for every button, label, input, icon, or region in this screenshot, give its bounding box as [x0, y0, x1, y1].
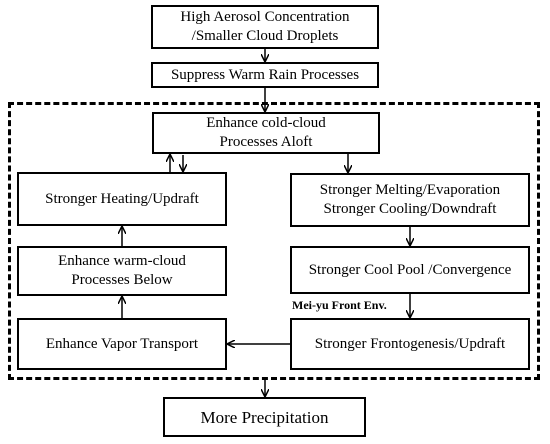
frontogenesis-box: Stronger Frontogenesis/Updraft — [290, 318, 530, 370]
feedback-loop-boundary — [8, 102, 540, 380]
precip-line1: More Precipitation — [200, 407, 329, 427]
vapor-transport-box: Enhance Vapor Transport — [17, 318, 227, 370]
warm-cloud-box: Enhance warm-cloud Processes Below — [17, 246, 227, 296]
more-precipitation-box: More Precipitation — [163, 397, 366, 437]
meiyu-front-annotation: Mei-yu Front Env. — [292, 298, 387, 312]
aerosol-line1: High Aerosol Concentration — [180, 9, 350, 25]
cold-cloud-line2: Processes Aloft — [219, 134, 313, 150]
warm-cloud-line1: Enhance warm-cloud — [58, 253, 186, 269]
cool-pool-line1: Stronger Cool Pool /Convergence — [308, 261, 512, 278]
cool-pool-box: Stronger Cool Pool /Convergence — [290, 246, 530, 294]
melting-cooling-box: Stronger Melting/Evaporation Stronger Co… — [290, 173, 530, 227]
heating-updraft-box: Stronger Heating/Updraft — [17, 172, 227, 226]
aerosol-line2: /Smaller Cloud Droplets — [191, 28, 339, 44]
suppress-warm-rain-box: Suppress Warm Rain Processes — [151, 62, 379, 88]
suppress-line1: Suppress Warm Rain Processes — [170, 66, 360, 83]
cold-cloud-box: Enhance cold-cloud Processes Aloft — [152, 112, 380, 154]
warm-cloud-line2: Processes Below — [71, 272, 173, 288]
frontogenesis-line1: Stronger Frontogenesis/Updraft — [314, 335, 506, 352]
heating-line1: Stronger Heating/Updraft — [45, 190, 199, 207]
melting-line1: Stronger Melting/Evaporation — [319, 182, 501, 198]
melting-line2: Stronger Cooling/Downdraft — [323, 201, 497, 217]
cold-cloud-line1: Enhance cold-cloud — [206, 115, 326, 131]
vapor-line1: Enhance Vapor Transport — [45, 335, 199, 352]
aerosol-box: High Aerosol Concentration /Smaller Clou… — [151, 5, 379, 49]
